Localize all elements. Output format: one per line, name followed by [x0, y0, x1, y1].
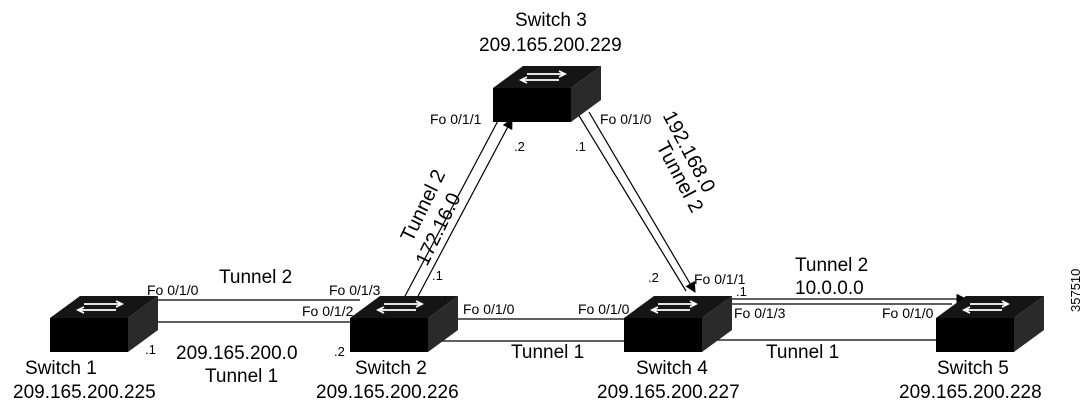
switch-1-name: Switch 1	[25, 358, 97, 379]
switch-5-ip: 209.165.200.228	[899, 382, 1042, 403]
s1-port-label: Fo 0/1/0	[147, 282, 199, 298]
s4-port-0-1-0-label: Fo 0/1/0	[578, 301, 630, 317]
switch-4-icon	[624, 296, 732, 352]
s1-host-label: .1	[145, 342, 156, 357]
s4-s5-tunnel1-label: Tunnel 1	[766, 342, 839, 363]
figure-id-label: 357510	[1068, 269, 1083, 312]
link-s3-s4-line-a	[577, 113, 687, 292]
switch-4-name: Switch 4	[636, 358, 708, 379]
s4-s5-network-label: 10.0.0.0	[795, 278, 864, 299]
s2-host-1-label: .1	[432, 268, 443, 283]
switch-1-icon	[50, 296, 158, 352]
switch-4-ip: 209.165.200.227	[597, 382, 740, 403]
s2-host-label: .2	[334, 344, 345, 359]
s1-s2-tunnel2-label: Tunnel 2	[219, 267, 292, 288]
s2-port-0-1-2-label: Fo 0/1/2	[302, 303, 354, 319]
s4-port-0-1-3-label: Fo 0/1/3	[734, 305, 786, 321]
switch-5-icon	[936, 296, 1044, 352]
s3-port-0-1-0-label: Fo 0/1/0	[600, 111, 652, 127]
s3-port-0-1-1-label: Fo 0/1/1	[430, 111, 482, 127]
link-s2-s3-tunnel2	[415, 118, 513, 301]
switch-2-icon	[350, 296, 458, 352]
s3-host-1-label: .1	[575, 139, 586, 154]
link-s2-s3-line-a	[403, 116, 501, 299]
switch-2-ip: 209.165.200.226	[316, 382, 459, 403]
switch-3-icon	[493, 66, 601, 122]
s1-s2-network-label: 209.165.200.0	[176, 343, 298, 364]
s4-port-0-1-1-label: Fo 0/1/1	[694, 271, 746, 287]
s2-port-0-1-0-label: Fo 0/1/0	[463, 301, 515, 317]
s2-port-0-1-3-label: Fo 0/1/3	[329, 282, 381, 298]
switch-5-name: Switch 5	[937, 358, 1009, 379]
s4-host-2-label: .2	[648, 270, 659, 285]
switch-3-ip: 209.165.200.229	[479, 35, 622, 56]
switch-1-ip: 209.165.200.225	[13, 382, 156, 403]
s4-s5-tunnel2-label: Tunnel 2	[795, 255, 868, 276]
s2-s4-tunnel1-label: Tunnel 1	[511, 342, 584, 363]
switch-2-name: Switch 2	[355, 358, 427, 379]
link-s3-s4-tunnel2	[588, 111, 696, 293]
s1-s2-tunnel1-label: Tunnel 1	[205, 366, 278, 387]
switch-3-name: Switch 3	[515, 10, 587, 31]
s3-host-2-label: .2	[514, 139, 525, 154]
s4-host-1-label: .1	[736, 284, 747, 299]
s5-port-0-1-0-label: Fo 0/1/0	[882, 305, 934, 321]
